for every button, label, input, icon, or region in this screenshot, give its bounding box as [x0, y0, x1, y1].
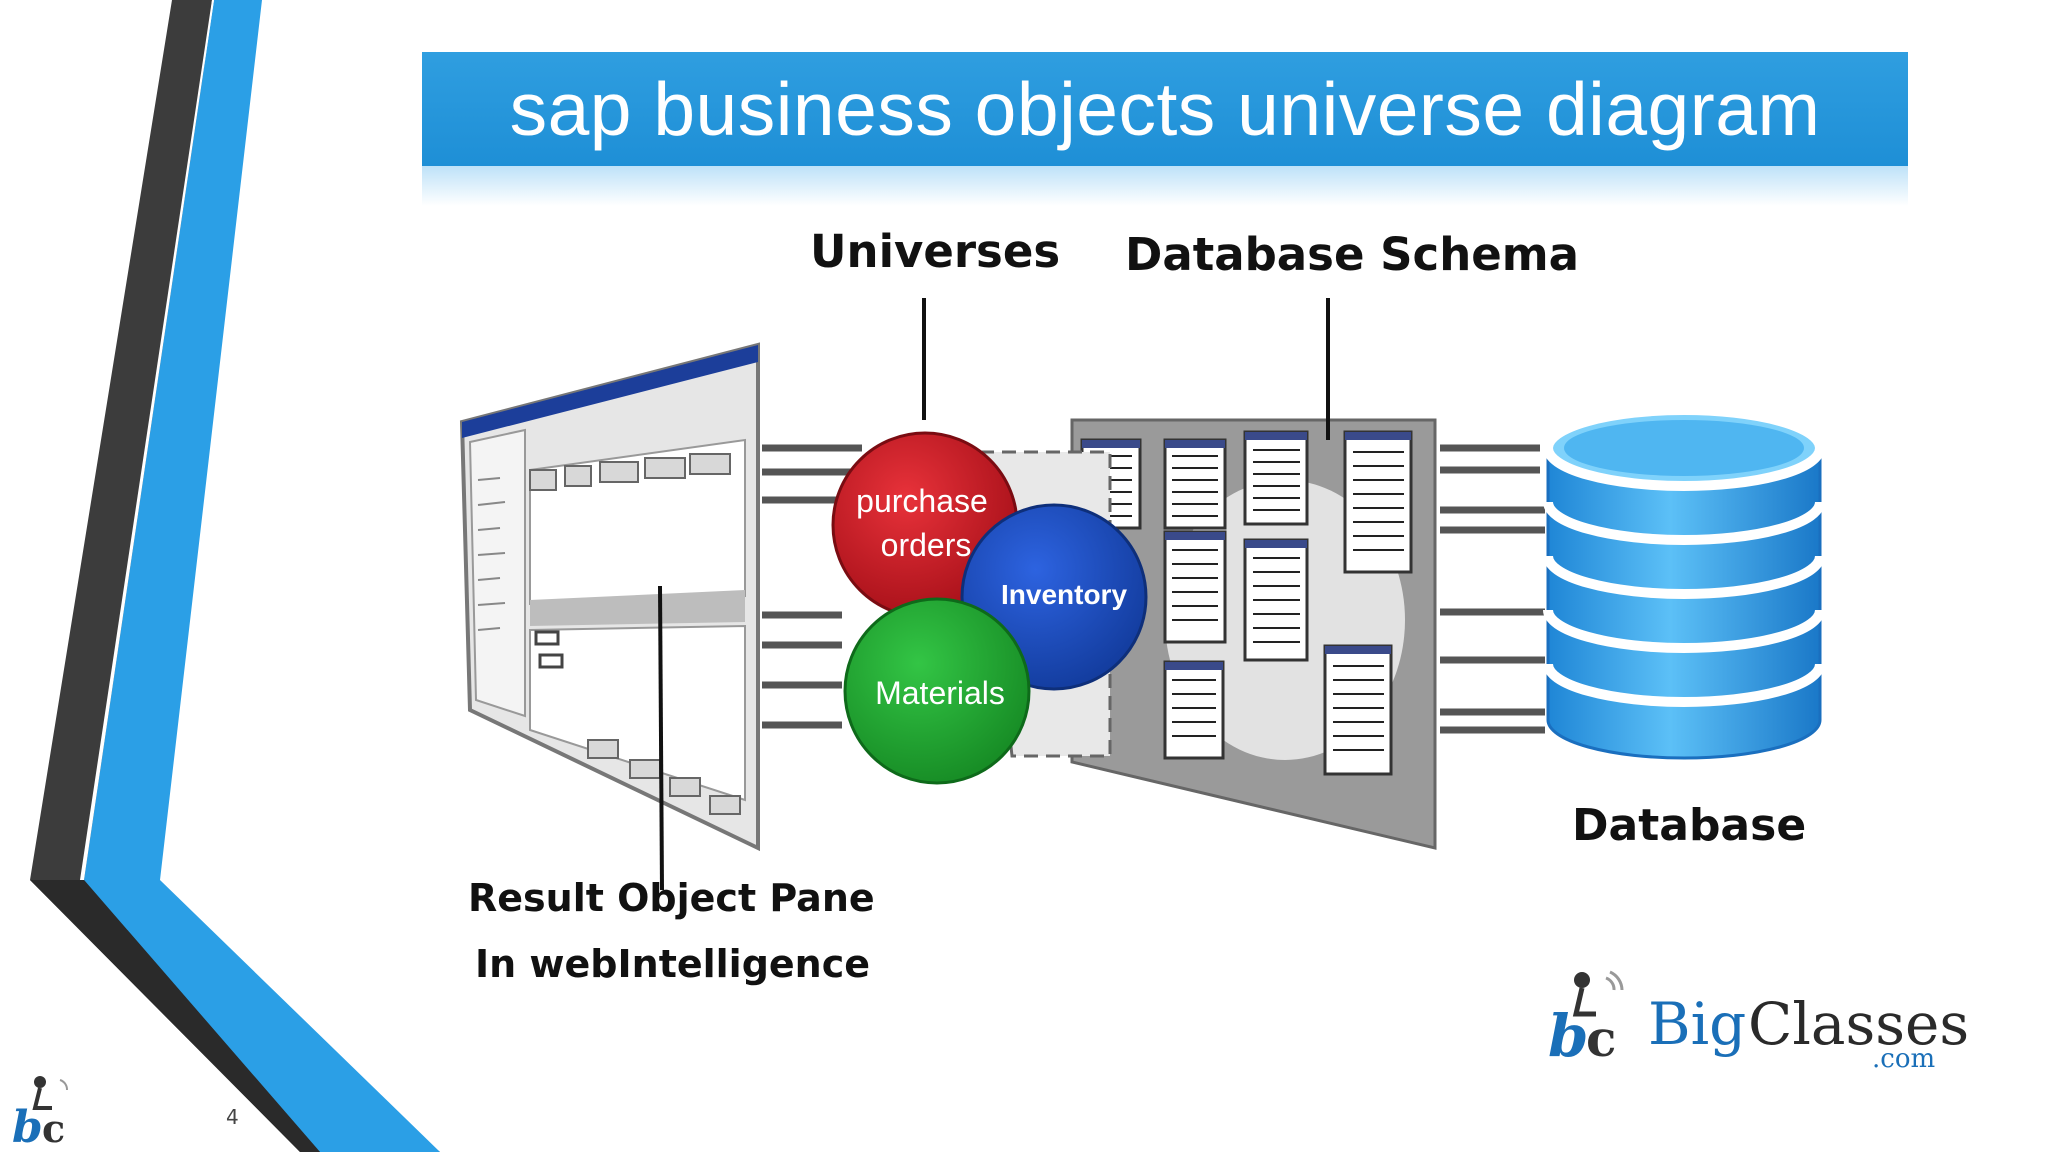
label-result-pane-line2: In webIntelligence: [475, 942, 871, 986]
materials-label: Materials: [875, 675, 1005, 711]
slide-title: sap business objects universe diagram: [509, 67, 1821, 151]
label-universes: Universes: [810, 225, 1061, 278]
purchase-orders-label-1: purchase: [856, 483, 988, 519]
svg-text:b: b: [12, 1102, 43, 1148]
connector-lines-right: [1440, 444, 1545, 734]
bigclasses-logo-icon: b c: [1548, 970, 1624, 1064]
white-gap: [80, 0, 214, 880]
materials-circle: [843, 597, 1031, 785]
universes-group: purchase orders Inventory Materials: [831, 298, 1148, 785]
svg-text:c: c: [1586, 1009, 1616, 1064]
inventory-label: Inventory: [1001, 579, 1127, 610]
inner-dark-band: [30, 880, 320, 1152]
blue-band: [84, 0, 440, 1152]
bigclasses-small-logo-icon: b c: [12, 1076, 68, 1148]
dark-band: [30, 0, 440, 1152]
table-rows: [1090, 449, 1404, 751]
purchase-orders-label-2: orders: [881, 527, 972, 563]
label-result-pane-line1: Result Object Pane: [468, 876, 875, 920]
svg-text:c: c: [42, 1106, 65, 1148]
title-reflection: [422, 166, 1908, 206]
svg-text:b: b: [1548, 1002, 1589, 1064]
database-cylinder-icon: [1543, 405, 1825, 760]
database-schema-panel: [1070, 298, 1437, 850]
page-number: 4: [226, 1105, 239, 1129]
logo-text-dotcom: .com: [1872, 1044, 1936, 1074]
connector-lines-left: [762, 444, 862, 729]
logo-text-big: Big: [1648, 990, 1747, 1058]
label-database: Database: [1572, 800, 1807, 851]
label-database-schema: Database Schema: [1125, 228, 1580, 281]
title-banner: [422, 52, 1908, 166]
logo-text-classes: Classes: [1748, 990, 1970, 1058]
webintelligence-window: [459, 342, 760, 891]
